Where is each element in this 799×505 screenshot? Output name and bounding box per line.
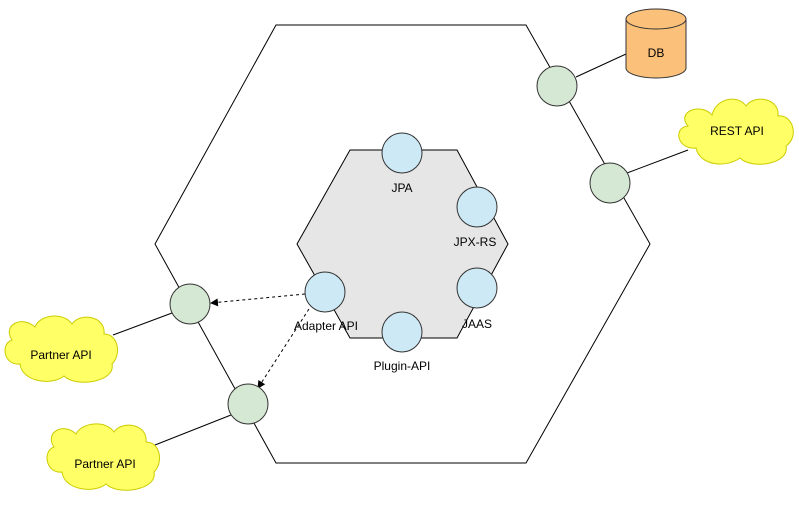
connector-partner-api-1 bbox=[112, 312, 173, 336]
rest-api-label: REST API bbox=[710, 124, 764, 138]
inner-port-jpa bbox=[381, 132, 423, 174]
inner-hexagon bbox=[296, 149, 509, 339]
partner-api-cloud-1: Partner API bbox=[4, 315, 119, 383]
outer-port-partner-api-2 bbox=[227, 383, 269, 425]
connector-rest-api bbox=[626, 149, 689, 174]
inner-port-adapter-api bbox=[304, 271, 346, 313]
connector-partner-api-2 bbox=[154, 414, 232, 446]
inner-port-jaas bbox=[456, 267, 498, 309]
outer-port-db bbox=[536, 65, 578, 107]
jaas-label: JAAS bbox=[462, 317, 492, 331]
inner-port-plugin-api bbox=[381, 311, 423, 353]
db-label: DB bbox=[648, 46, 665, 60]
partner-api-1-label: Partner API bbox=[30, 348, 91, 362]
adapter-arrow-2 bbox=[257, 308, 310, 389]
adapter-api-label: Adapter API bbox=[294, 319, 358, 333]
adapter-arrow-1 bbox=[210, 293, 306, 307]
outer-port-partner-api-1 bbox=[169, 283, 211, 325]
partner-api-cloud-2: Partner API bbox=[46, 423, 161, 491]
outer-port-rest-api bbox=[589, 162, 631, 204]
plugin-api-label: Plugin-API bbox=[374, 359, 431, 373]
jpa-label: JPA bbox=[391, 181, 412, 195]
partner-api-2-label: Partner API bbox=[74, 457, 135, 471]
rest-api-cloud: REST API bbox=[678, 98, 794, 165]
connector-db bbox=[575, 53, 627, 78]
inner-port-jpx-rs bbox=[456, 186, 498, 228]
db-cylinder: DB bbox=[625, 8, 687, 79]
jpx-rs-label: JPX-RS bbox=[454, 235, 497, 249]
